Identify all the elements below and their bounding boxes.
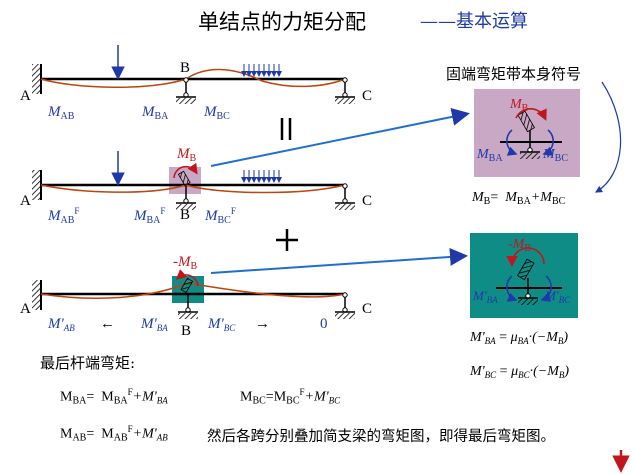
moment-bc-dist-label: M'BC: [208, 316, 236, 333]
moment-ab-fixed-label: MABF: [48, 206, 80, 226]
fixed-support-a: [32, 170, 41, 200]
pin-support-b: [176, 77, 196, 104]
deflection-curve: [40, 68, 346, 89]
detail-mbc-label: MBC: [543, 147, 569, 164]
detail-mb-neg-label: -MB: [508, 237, 531, 254]
fixed-support-a: [32, 280, 41, 310]
distribution-eq-bc: M'BC = μBC·(−MB): [470, 364, 570, 380]
closing-note: 然后各跨分别叠加简支梁的弯矩图，即得最后弯矩图。: [207, 429, 555, 445]
pin-support-b: [178, 295, 198, 319]
sign-note: 固端弯矩带本身符号: [446, 65, 582, 83]
detail-mba-label: MBA: [477, 147, 503, 164]
arrow-right-label: →: [255, 316, 270, 332]
connector-arrow-top: [210, 107, 470, 167]
arrow-left-label: ←: [100, 316, 115, 332]
moment-ba-label: MBA: [142, 104, 169, 122]
final-eq-ba: MBA= MBAF+M'BA: [60, 387, 168, 407]
moment-ab-dist-label: M'AB: [48, 316, 75, 333]
detail-mbc-dist-label: M'BC: [545, 288, 571, 305]
fixed-support-a: [32, 64, 41, 94]
sign-note-arrow: [594, 81, 622, 193]
detail-box-bottom: [470, 233, 578, 318]
distributed-load: [241, 170, 282, 183]
moment-bc-label: MBC: [204, 104, 230, 122]
node-a-label: A: [20, 88, 31, 104]
equation-mb-sum: MB= MBA+MBC: [472, 190, 566, 207]
clamp-icon: [173, 162, 198, 187]
beam-diagram-3: [32, 269, 355, 319]
beam-diagram-2: [32, 151, 355, 210]
pin-support-c: [335, 183, 355, 210]
distributed-load: [241, 64, 282, 77]
connector-arrow-bottom: [210, 247, 468, 274]
beam-diagram-1: [32, 45, 355, 104]
moment-ba-fixed-label: MBAF: [134, 206, 166, 226]
final-eq-ab: MAB= MABF+M'AB: [60, 424, 168, 444]
node-a-label: A: [20, 193, 31, 209]
plus-sign: [276, 229, 298, 251]
moment-ba-dist-label: M'BA: [141, 316, 168, 333]
final-heading: 最后杆端弯矩:: [40, 354, 136, 372]
node-c-label: C: [362, 88, 373, 104]
zero-label: 0: [320, 316, 328, 332]
pin-support-c: [335, 292, 355, 319]
moment-ab-label: MAB: [48, 104, 75, 122]
equals-sign: [280, 118, 292, 140]
pin-support-b: [176, 186, 196, 210]
detail-mb-label: MB: [510, 97, 529, 114]
node-b-label: B: [180, 60, 191, 76]
detail-mba-dist-label: M'BA: [473, 288, 498, 305]
distribution-eq-ba: M'BA = μBA·(−MB): [470, 330, 569, 346]
node-c-label: C: [362, 193, 373, 209]
moment-b-label: MB: [177, 146, 197, 164]
pin-support-c: [335, 77, 355, 104]
final-eq-bc: MBC=MBCF+M'BC: [240, 387, 341, 407]
node-b-label: B: [181, 323, 192, 339]
node-c-label: C: [362, 301, 373, 317]
detail-box-top: [474, 89, 580, 177]
node-a-label: A: [20, 301, 31, 317]
release-icon: [175, 269, 199, 294]
node-b-label: B: [180, 207, 191, 223]
moment-bc-fixed-label: MBCF: [205, 206, 236, 226]
page-title: 单结点的力矩分配: [198, 10, 366, 34]
page-subtitle: ——基本运算: [420, 11, 528, 32]
moment-b-neg-label: -MB: [173, 254, 198, 272]
